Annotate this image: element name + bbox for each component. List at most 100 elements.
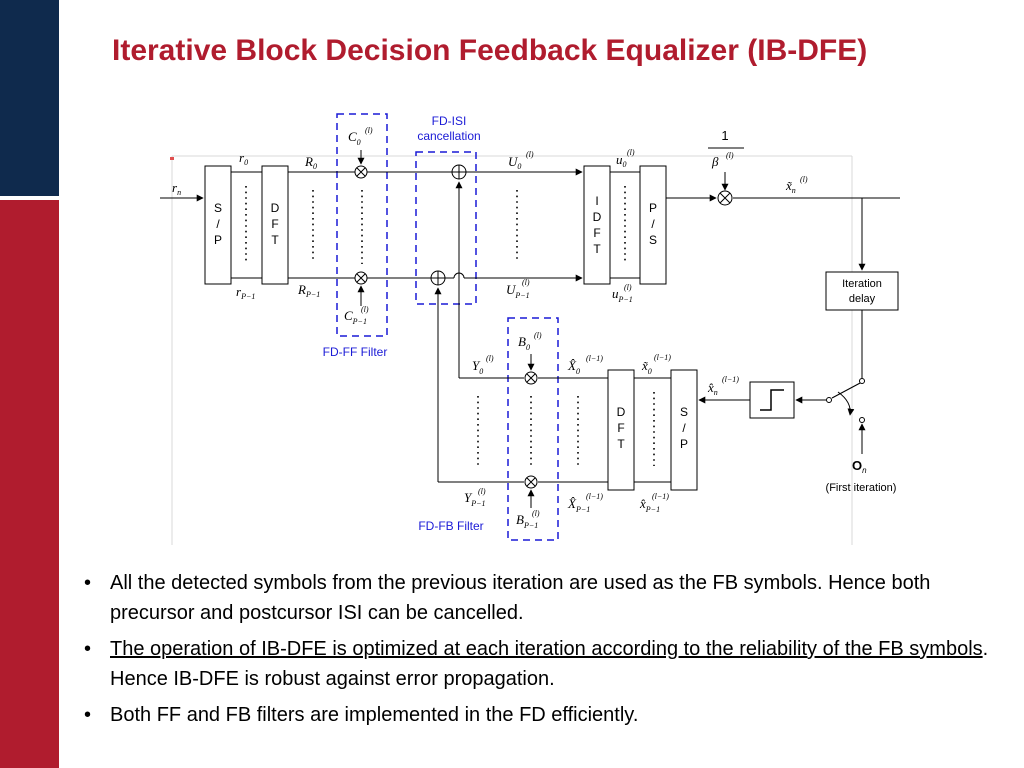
sig-xn: x̃ bbox=[785, 178, 793, 193]
idft-label-1: I bbox=[595, 194, 598, 208]
iteration-delay-block: Iteration delay bbox=[825, 271, 899, 311]
sig-B0: B bbox=[518, 334, 526, 349]
fd-fb-filter-label: FD-FB Filter bbox=[418, 519, 483, 533]
sig-Xhat0-sup: (l−1) bbox=[586, 354, 603, 363]
sig-CP-sup: (l) bbox=[361, 305, 369, 314]
sig-XhatP-sup: (l−1) bbox=[586, 492, 603, 501]
sig-Xhat0: X̂ bbox=[567, 358, 577, 373]
sig-RP: R bbox=[297, 282, 306, 297]
dft-input-label-1: D bbox=[271, 201, 280, 215]
sp-feedback-label-3: P bbox=[680, 437, 688, 451]
sig-C0-sup: (l) bbox=[365, 126, 373, 135]
dft-input-label-3: T bbox=[271, 233, 279, 247]
sig-XhatP: X̂ bbox=[567, 496, 577, 511]
dft-input-label-2: F bbox=[271, 217, 278, 231]
dft-input-block: D F T bbox=[261, 165, 289, 285]
sig-xhatP-sup: (l−1) bbox=[652, 492, 669, 501]
svg-text:BP−1: BP−1 bbox=[516, 512, 538, 530]
dft-feedback-label-1: D bbox=[617, 405, 626, 419]
sig-xt0-sup: (l−1) bbox=[654, 353, 671, 362]
sp-feedback-label-1: S bbox=[680, 405, 688, 419]
svg-text:R0: R0 bbox=[304, 154, 317, 171]
sig-BP-sub: P−1 bbox=[523, 521, 538, 530]
ps-label-2: / bbox=[651, 217, 655, 231]
svg-text:CP−1: CP−1 bbox=[344, 308, 367, 326]
sig-Y0-sup: (l) bbox=[486, 354, 494, 363]
sp-input-label-2: / bbox=[216, 217, 220, 231]
sig-RP-sub: P−1 bbox=[305, 290, 320, 299]
svg-text:x̂n: x̂n bbox=[707, 380, 718, 397]
sig-xhatn-sub: n bbox=[714, 388, 718, 397]
sp-input-block: S / P bbox=[204, 165, 232, 285]
sig-beta-sup: (l) bbox=[726, 151, 734, 160]
sig-uP-sub: P−1 bbox=[618, 295, 633, 304]
sig-beta: β bbox=[711, 154, 719, 169]
sig-rn: r bbox=[172, 180, 178, 195]
sig-xn-sup: (l) bbox=[800, 175, 808, 184]
multiplier-nodes bbox=[354, 165, 733, 489]
sig-U0-sub: 0 bbox=[517, 162, 521, 171]
bullet-2-underlined: The operation of IB-DFE is optimized at … bbox=[110, 638, 983, 660]
sig-U0: U bbox=[508, 154, 519, 169]
decision-device-block bbox=[749, 381, 795, 419]
ps-label-1: P bbox=[649, 201, 657, 215]
figure-frame bbox=[170, 155, 853, 545]
signal-wiring bbox=[160, 150, 900, 508]
sig-YP-sub: P−1 bbox=[470, 499, 485, 508]
iteration-delay-label-2: delay bbox=[849, 293, 876, 305]
sig-R0-sub: 0 bbox=[313, 162, 317, 171]
bullet-3-text: Both FF and FB filters are implemented i… bbox=[110, 704, 639, 726]
ps-label-3: S bbox=[649, 233, 657, 247]
fd-fb-filter-box bbox=[507, 317, 559, 541]
sig-B0-sup: (l) bbox=[534, 331, 542, 340]
sig-xt0-sub: 0 bbox=[648, 367, 652, 376]
bullet-2-rest: . Hence IB-DFE is robust against error p… bbox=[110, 638, 989, 690]
sig-Y0: Y bbox=[472, 358, 481, 373]
sig-C0-sub: 0 bbox=[357, 138, 361, 147]
sig-uP-sup: (l) bbox=[624, 283, 632, 292]
sig-U0-sup: (l) bbox=[526, 150, 534, 159]
ib-dfe-block-diagram: S / P D F T I D F T P / S Iteration dela… bbox=[160, 113, 900, 545]
sig-YP: Y bbox=[464, 490, 473, 505]
dft-feedback-block: D F T bbox=[607, 369, 635, 491]
sig-CP: C bbox=[344, 308, 353, 323]
idft-label-4: T bbox=[593, 242, 601, 256]
sig-xhatP-sub: P−1 bbox=[645, 505, 660, 514]
sig-R0: R bbox=[304, 154, 313, 169]
fd-ff-filter-label: FD-FF Filter bbox=[323, 345, 388, 359]
sig-u0-sub: 0 bbox=[623, 160, 627, 169]
idft-label-3: F bbox=[593, 226, 600, 240]
sig-xhatP: x̂ bbox=[639, 496, 646, 511]
svg-text:X̂P−1: X̂P−1 bbox=[567, 496, 590, 514]
sp-feedback-label-2: / bbox=[682, 421, 686, 435]
svg-text:r0: r0 bbox=[239, 150, 248, 167]
sig-r0-sub: 0 bbox=[244, 158, 248, 167]
sig-xn-sub: n bbox=[792, 186, 796, 195]
bullet-item-3: Both FF and FB filters are implemented i… bbox=[80, 700, 1015, 730]
bullet-item-1: All the detected symbols from the previo… bbox=[80, 568, 1015, 628]
svg-text:rP−1: rP−1 bbox=[236, 284, 255, 301]
dft-feedback-label-2: F bbox=[617, 421, 624, 435]
sig-BP: B bbox=[516, 512, 524, 527]
svg-text:x̂P−1: x̂P−1 bbox=[639, 496, 660, 514]
sp-feedback-block: S / P bbox=[670, 369, 698, 491]
sig-beta-num: 1 bbox=[721, 128, 728, 143]
fd-isi-cancellation-box bbox=[415, 151, 477, 305]
svg-text:Y0: Y0 bbox=[472, 358, 483, 376]
sig-UP: U bbox=[506, 282, 517, 297]
ps-block: P / S bbox=[639, 165, 667, 285]
sidebar-navy-band bbox=[0, 0, 59, 196]
sig-xhatn: x̂ bbox=[707, 380, 714, 395]
dft-feedback-label-3: T bbox=[617, 437, 625, 451]
sig-XhatP-sub: P−1 bbox=[575, 505, 590, 514]
sig-On-sub: n bbox=[862, 466, 867, 475]
sig-UP-sup: (l) bbox=[522, 278, 530, 287]
adder-nodes bbox=[430, 164, 467, 286]
iteration-delay-label-1: Iteration bbox=[842, 278, 882, 290]
sig-rp-sub: P−1 bbox=[240, 292, 255, 301]
svg-text:U0: U0 bbox=[508, 154, 521, 171]
svg-text:x̃0: x̃0 bbox=[641, 358, 652, 376]
signal-labels: rn r0 rP−1 R0 RP−1 C0 (l) CP−1 (l) U0 (l… bbox=[172, 126, 867, 530]
svg-text:C0: C0 bbox=[348, 129, 361, 147]
bullet-item-2: The operation of IB-DFE is optimized at … bbox=[80, 634, 1015, 694]
